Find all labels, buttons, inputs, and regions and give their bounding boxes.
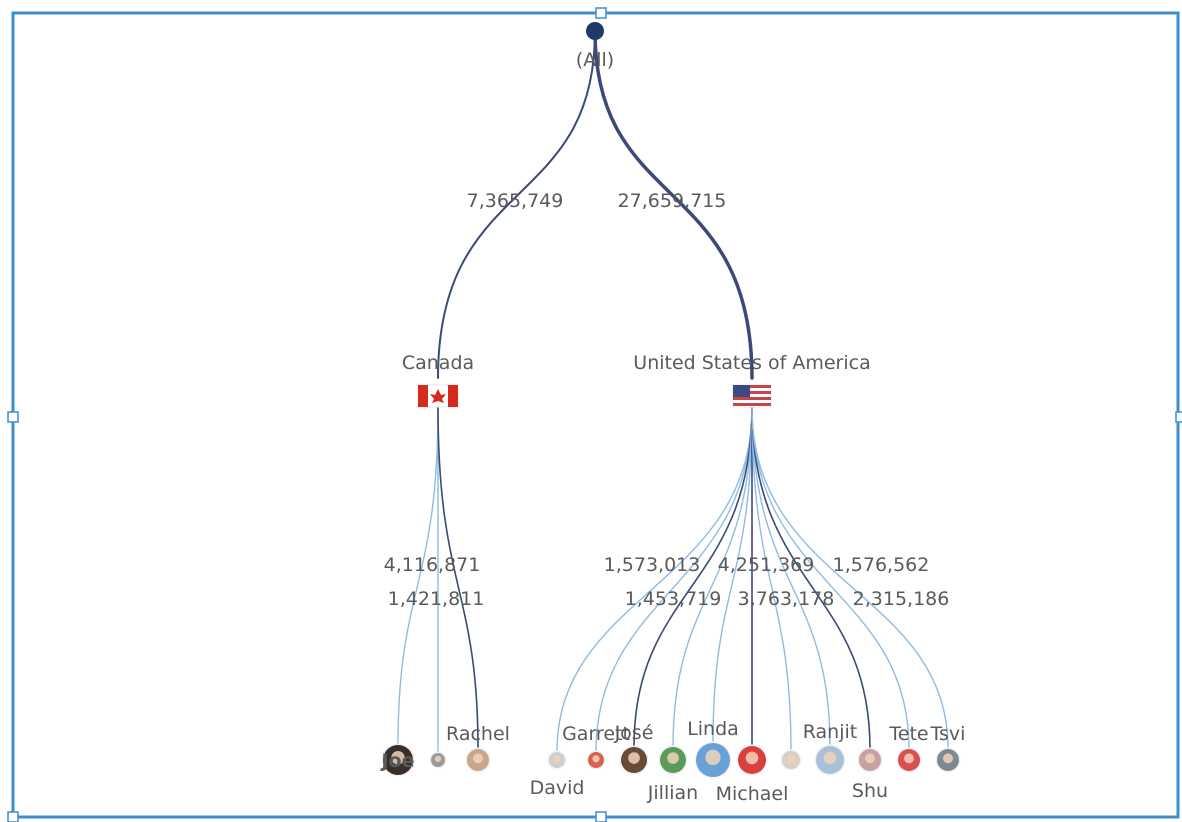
avatar-face	[592, 755, 600, 763]
leaf-node[interactable]: Jillian	[647, 745, 698, 805]
leaf-node[interactable]	[429, 751, 447, 769]
avatar-face	[904, 753, 914, 764]
leaf-node[interactable]: David	[530, 750, 585, 800]
node-label-canada: Canada	[402, 352, 474, 374]
leaf-label: José	[614, 722, 654, 744]
leaf-node[interactable]: Shu	[852, 747, 888, 803]
resize-handle-left[interactable]	[7, 411, 19, 423]
avatar-face	[434, 755, 442, 763]
leaf-node[interactable]: Garrett	[562, 723, 630, 770]
resize-handle-right[interactable]	[1175, 411, 1182, 423]
edge-leaf-1-9	[751, 406, 910, 750]
leaf-node[interactable]: José	[614, 722, 654, 775]
leaf-label: Tete	[888, 723, 928, 745]
canada-flag-icon[interactable]	[417, 384, 459, 408]
edge-value-canada: 7,365,749	[467, 190, 564, 212]
edge-leaf-1-7	[751, 406, 831, 747]
edge-leaf-1-2	[633, 406, 753, 748]
leaf-label: Jillian	[647, 782, 698, 804]
leaf-label: David	[530, 777, 585, 799]
leaf-node[interactable]: Michael	[716, 744, 789, 806]
avatar-face	[865, 753, 875, 764]
edge-leaf-1-6	[751, 406, 792, 752]
leaf-node[interactable]: Rachel	[446, 723, 510, 773]
edge-value-usa: 27,659,715	[618, 190, 727, 212]
edge-leaf-1-8	[751, 406, 871, 750]
edge-leaf-0-0	[397, 406, 439, 746]
edge-value-usa-leaf-6: 2,315,186	[853, 588, 950, 610]
edge-value-canada-leaf-2: 1,421,811	[388, 588, 485, 610]
edge-value-canada-leaf-1: 4,116,871	[384, 554, 481, 576]
leaf-node[interactable]: Tete	[888, 723, 929, 773]
resize-handle-top[interactable]	[595, 7, 607, 19]
avatar-face	[823, 751, 837, 765]
avatar-face	[667, 752, 679, 764]
avatar-face	[473, 753, 483, 764]
leaf-label: Garrett	[562, 723, 630, 745]
avatar-face	[628, 752, 640, 764]
avatar-face	[745, 751, 759, 765]
leaf-label: Ranjit	[803, 721, 857, 743]
avatar-face	[391, 751, 405, 765]
leaf-node[interactable]: Ranjit	[803, 721, 857, 776]
edge-value-usa-leaf-4: 1,453,719	[625, 588, 722, 610]
avatar-face	[943, 753, 953, 764]
leaf-label: Tsvi	[930, 723, 966, 745]
avatar-face	[553, 755, 561, 763]
edge-leaf-1-0	[556, 406, 753, 753]
edge-value-usa-leaf-3: 1,576,562	[833, 554, 930, 576]
edge-leaf-1-10	[751, 406, 949, 750]
root-node[interactable]	[586, 22, 604, 40]
tree-edges	[397, 29, 949, 754]
edge-leaf-1-3	[672, 406, 753, 748]
leaf-node[interactable]: Joe	[379, 743, 415, 777]
resize-handle-bottom[interactable]	[595, 811, 607, 822]
leaf-label: Joe	[379, 750, 414, 772]
visual-selection-frame[interactable]	[11, 11, 1180, 819]
root-label: (All)	[576, 49, 614, 71]
leaf-label: Linda	[687, 718, 739, 740]
leaf-label: Michael	[716, 783, 789, 805]
edge-root-canada	[437, 30, 596, 379]
avatar-face	[705, 749, 721, 766]
leaf-node[interactable]: Linda	[687, 718, 739, 779]
edge-leaf-1-1	[595, 406, 753, 753]
edge-leaf-0-2	[437, 406, 479, 750]
node-label-usa: United States of America	[633, 352, 870, 374]
edge-value-usa-leaf-5: 3,763,178	[738, 588, 835, 610]
leaf-label: Rachel	[446, 723, 510, 745]
usa-flag-icon[interactable]	[732, 384, 772, 408]
edge-value-usa-leaf-2: 4,251,369	[718, 554, 815, 576]
leaf-node[interactable]: Tsvi	[930, 723, 966, 773]
edge-leaf-1-4	[712, 406, 753, 744]
leaf-node[interactable]	[780, 749, 802, 771]
avatar-face	[786, 754, 796, 763]
resize-handle-bottom-left[interactable]	[7, 811, 19, 822]
edge-root-usa	[593, 29, 754, 380]
leaf-label: Shu	[852, 780, 888, 802]
edge-value-usa-leaf-1: 1,573,013	[604, 554, 701, 576]
